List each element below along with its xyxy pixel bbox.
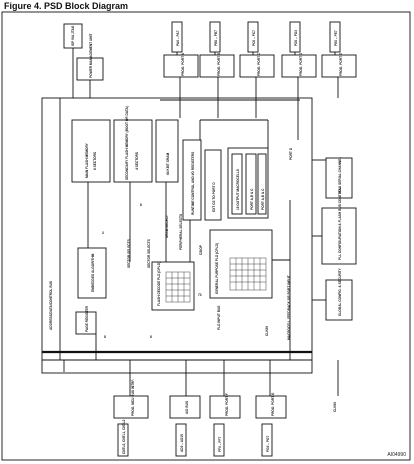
figure-title: Figure 4. PSD Block Diagram — [4, 1, 129, 11]
svg-text:SECTOR SELECTS: SECTOR SELECTS — [127, 239, 131, 268]
svg-text:FLASH DECODE PLD (DPLD): FLASH DECODE PLD (DPLD) — [157, 262, 161, 306]
svg-text:CNTL0, CNTL1, CNTL2: CNTL0, CNTL1, CNTL2 — [122, 419, 126, 454]
svg-text:8: 8 — [150, 335, 152, 339]
svg-text:MACROCELL FEEDBACK OR PORT INP: MACROCELL FEEDBACK OR PORT INPUT — [287, 275, 291, 340]
svg-text:EMBEDDED ALGORITHM: EMBEDDED ALGORITHM — [91, 253, 95, 292]
svg-text:3: 3 — [102, 231, 104, 235]
svg-text:PORT A,B & C: PORT A,B & C — [250, 188, 254, 210]
prog-port-d — [281, 54, 317, 78]
svg-text:PROG. PORT C: PROG. PORT C — [257, 52, 261, 76]
svg-text:4 SECTORS: 4 SECTORS — [135, 152, 139, 170]
svg-text:16 OUTPUT MACROCELLS: 16 OUTPUT MACROCELLS — [236, 169, 240, 210]
cpld-grid — [229, 257, 267, 291]
dpld-grid — [165, 271, 191, 303]
svg-text:GLOBAL CONFIG. & SECURITY: GLOBAL CONFIG. & SECURITY — [338, 267, 342, 316]
pll-block — [321, 207, 357, 265]
ad-bus-block — [169, 395, 201, 419]
svg-text:PROG. PORT E: PROG. PORT E — [339, 53, 343, 76]
sram-block — [155, 119, 179, 183]
svg-text:PF0 – PF7: PF0 – PF7 — [218, 437, 222, 452]
svg-text:PORT A,B & C: PORT A,B & C — [261, 188, 265, 210]
svg-text:PROG. PORT G: PROG. PORT G — [271, 392, 275, 416]
prog-port-e — [321, 54, 357, 78]
svg-text:RUNTIME CONTROL AND I/O REGIST: RUNTIME CONTROL AND I/O REGISTERS — [191, 152, 195, 215]
svg-text:SECTOR SELECTS: SECTOR SELECTS — [147, 239, 151, 268]
svg-text:PROG. PORT A: PROG. PORT A — [181, 52, 185, 76]
svg-text:73: 73 — [198, 293, 202, 297]
svg-text:8: 8 — [104, 335, 106, 339]
prog-port-g — [255, 395, 287, 419]
svg-text:8 SECTORS: 8 SECTORS — [93, 152, 97, 170]
svg-text:SECONDARY FLASH MEMORY (BOOT O: SECONDARY FLASH MEMORY (BOOT OR DATA) — [125, 106, 129, 180]
svg-text:JTAG SERIAL CHANNEL: JTAG SERIAL CHANNEL — [338, 157, 342, 194]
secondary-flash-block — [113, 119, 153, 183]
jtag-isp-label: ISP VIA JTAG — [71, 25, 75, 46]
page-register-block — [75, 311, 97, 335]
prog-port-a — [163, 54, 199, 78]
svg-text:8: 8 — [140, 203, 142, 207]
svg-text:PG0 – PG7: PG0 – PG7 — [266, 435, 270, 452]
svg-text:PA0 – PA7: PA0 – PA7 — [176, 30, 180, 46]
top-ports: PROG. PORT A PROG. PORT B PROG. PORT C P… — [163, 52, 357, 78]
svg-text:PB0 – PB7: PB0 – PB7 — [214, 30, 218, 46]
svg-text:GENERAL PURPOSE PLD (CPLD): GENERAL PURPOSE PLD (CPLD) — [215, 243, 219, 294]
svg-text:PROG. PORT F: PROG. PORT F — [225, 393, 229, 416]
svg-text:PROG. PORT B: PROG. PORT B — [217, 52, 221, 76]
svg-text:PC0 – PC7: PC0 – PC7 — [252, 30, 256, 46]
svg-text:EXT CS TO PORT D: EXT CS TO PORT D — [212, 182, 216, 212]
svg-text:SRAM SELECT: SRAM SELECT — [165, 215, 169, 238]
svg-text:PAGE REGISTER: PAGE REGISTER — [85, 305, 89, 332]
prog-port-f — [209, 395, 241, 419]
svg-text:PLD INPUT BUS: PLD INPUT BUS — [217, 306, 221, 330]
svg-text:PE0 – PE7: PE0 – PE7 — [334, 30, 338, 46]
svg-text:PROG. MCU BUS INTRF.: PROG. MCU BUS INTRF. — [131, 379, 135, 416]
mcu-bus-interface — [113, 395, 149, 419]
svg-text:MAIN FLASH MEMORY: MAIN FLASH MEMORY — [85, 142, 89, 178]
power-management-label: POWER MANAGEMENT UNIT — [89, 34, 93, 78]
ext-cs-block — [204, 149, 222, 221]
svg-text:PD0 – PD3: PD0 – PD3 — [294, 30, 298, 46]
svg-text:PLL CONFIGURATION & FLASH BUS: PLL CONFIGURATION & FLASH BUS CONTROL — [338, 187, 342, 260]
svg-text:ADDRESS/DATA/CONTROL BUS: ADDRESS/DATA/CONTROL BUS — [49, 281, 53, 330]
figure-id: AI04990 — [387, 452, 406, 458]
svg-text:64 KBIT SRAM: 64 KBIT SRAM — [166, 153, 170, 175]
bottom-pin-labels: CNTL0, CNTL1, CNTL2 AD0 – AD15 PF0 – PF7… — [117, 419, 273, 457]
svg-text:PERIPHERAL SELECTS: PERIPHERAL SELECTS — [179, 214, 183, 250]
connections — [42, 77, 339, 396]
jtag-serial-block — [325, 157, 353, 199]
svg-text:A/D BUS: A/D BUS — [185, 401, 189, 414]
prog-port-b — [199, 54, 235, 78]
global-config-block — [325, 279, 353, 321]
main-flash-block — [71, 119, 111, 183]
svg-text:CLKIN: CLKIN — [265, 326, 269, 336]
svg-text:CSIOP: CSIOP — [199, 244, 203, 255]
svg-text:CLKIN: CLKIN — [333, 402, 337, 412]
svg-text:PORT D: PORT D — [289, 147, 293, 160]
svg-text:AD0 – AD15: AD0 – AD15 — [180, 434, 184, 452]
runtime-control-block — [182, 139, 202, 221]
svg-text:PROG. PORT D: PROG. PORT D — [299, 52, 303, 76]
prog-port-c — [239, 54, 275, 78]
embedded-algorithm-block — [77, 247, 107, 299]
